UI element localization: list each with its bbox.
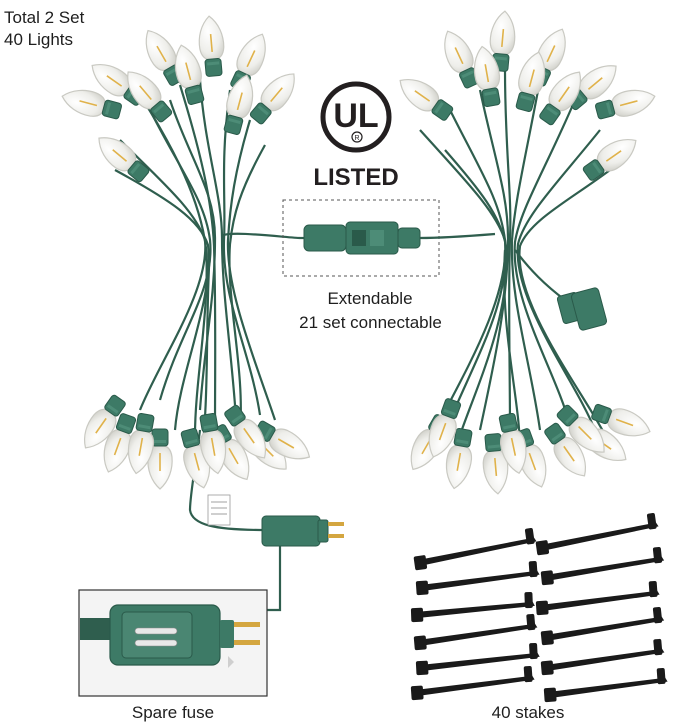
extendable-connector — [282, 199, 496, 277]
right-light-string — [392, 9, 659, 496]
total-lights-caption: 40 Lights — [4, 30, 73, 49]
total-sets-caption: Total 2 Set — [4, 8, 85, 27]
extendable-caption: Extendable — [327, 289, 413, 308]
ul-letters: UL — [333, 97, 378, 135]
spare-fuse-inset — [78, 589, 268, 697]
connectable-caption: 21 set connectable — [299, 313, 442, 332]
ul-listed-mark: UL R LISTED — [313, 81, 399, 191]
male-plug — [261, 515, 344, 547]
spare-fuse-caption: Spare fuse — [131, 703, 215, 722]
female-plug — [556, 287, 608, 331]
ul-listed-label: LISTED — [313, 164, 398, 191]
registered-mark: R — [354, 135, 359, 142]
stakes-group — [409, 512, 669, 703]
stakes-caption: 40 stakes — [491, 703, 565, 722]
